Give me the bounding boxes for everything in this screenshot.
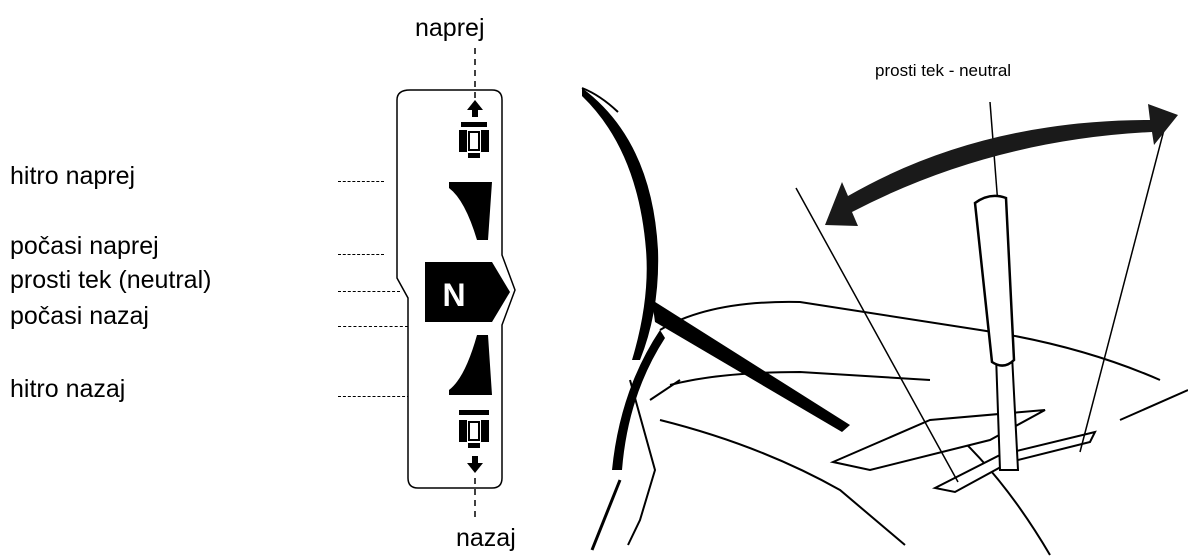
label-lever-neutral: prosti tek - neutral <box>875 61 1012 80</box>
fast-backward-wedge <box>449 335 492 395</box>
lever-illustration <box>581 87 1188 556</box>
label-fast-backward: hitro nazaj <box>10 375 126 403</box>
label-fast-forward: hitro naprej <box>10 162 136 190</box>
tractor-forward-icon <box>459 122 489 158</box>
wedge-pointer <box>652 300 850 432</box>
neutral-symbol: N <box>442 277 465 313</box>
arrow-up-icon <box>467 100 483 110</box>
shift-gate-plate: N <box>396 48 516 522</box>
double-arrow-icon <box>825 104 1178 226</box>
neutral-marker <box>425 262 510 322</box>
leader-fast-forward <box>338 181 384 182</box>
leader-slow-forward <box>338 254 384 255</box>
lever-shaft <box>994 354 1020 471</box>
fender-edge <box>582 88 659 360</box>
label-slow-forward: počasi naprej <box>10 232 159 260</box>
tractor-backward-icon <box>459 410 489 448</box>
leader-fast-backward <box>338 396 410 397</box>
fast-forward-wedge <box>449 182 492 240</box>
label-forward: naprej <box>415 14 485 42</box>
shift-slot-plate <box>829 409 1046 472</box>
leader-slow-backward <box>338 326 408 327</box>
label-backward: nazaj <box>456 524 516 552</box>
lever-knob <box>973 194 1016 367</box>
leader-neutral <box>338 291 400 292</box>
label-neutral: prosti tek (neutral) <box>10 266 212 294</box>
label-slow-backward: počasi nazaj <box>10 302 149 330</box>
arrow-down-icon <box>467 463 483 473</box>
